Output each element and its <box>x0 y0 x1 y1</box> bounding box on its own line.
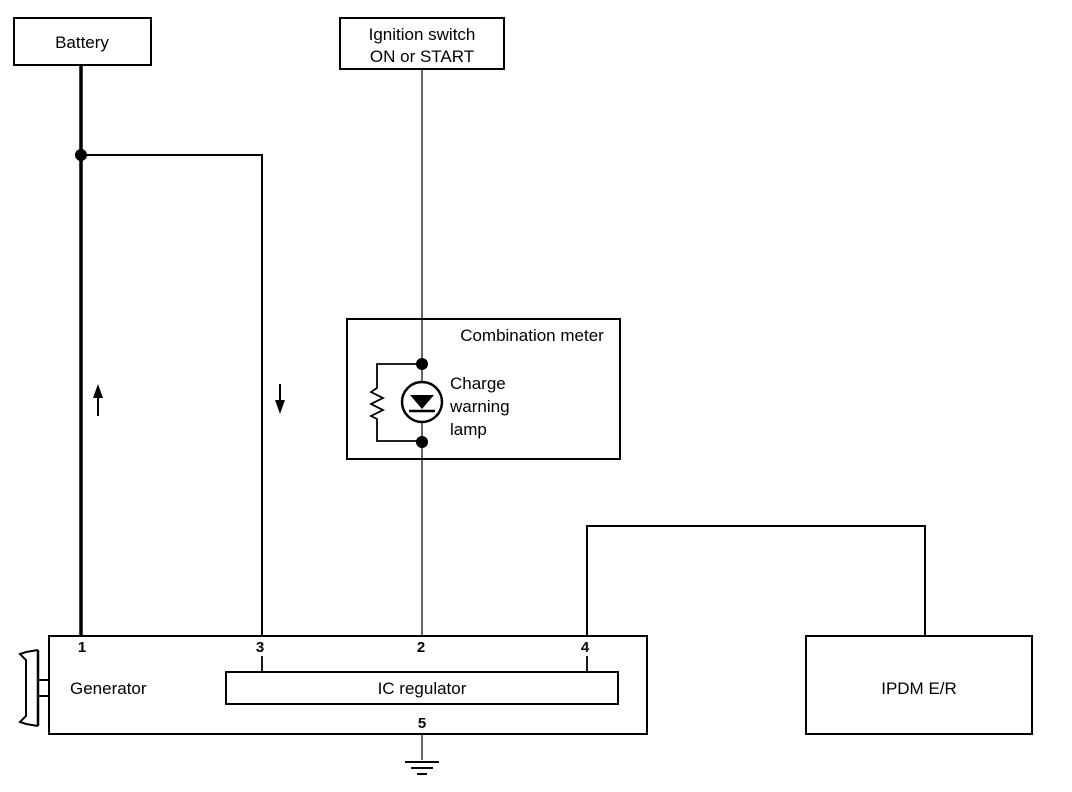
ignition-switch-box: Ignition switch ON or START <box>339 17 505 70</box>
ipdm-er-label: IPDM E/R <box>881 679 957 698</box>
sense-wire <box>81 154 263 636</box>
pin-2-label: 2 <box>417 639 425 656</box>
meter-top-node <box>416 358 428 370</box>
pin-3-label: 3 <box>256 639 264 656</box>
pin-1-label: 1 <box>78 639 86 656</box>
battery-label: Battery <box>55 33 109 52</box>
up-arrow-icon <box>93 384 103 416</box>
charge-warning-lamp-icon <box>400 380 444 424</box>
ignition-label-line2: ON or START <box>370 47 474 66</box>
ground-icon <box>405 761 439 775</box>
meter-bottom-node <box>416 436 428 448</box>
ignition-label-line1: Ignition switch <box>369 25 476 44</box>
lamp-label-line1: Charge <box>450 374 506 393</box>
ipdm-wire <box>586 525 926 636</box>
lamp-label-line3: lamp <box>450 420 487 439</box>
ipdm-er-box: IPDM E/R <box>805 635 1033 735</box>
combination-meter-label: Combination meter <box>460 326 604 345</box>
lamp-label-line2: warning <box>449 397 510 416</box>
pulley-icon <box>18 649 49 727</box>
ic-regulator-box: IC regulator <box>225 671 619 705</box>
combination-meter-box: Combination meter <box>346 318 621 460</box>
generator-label: Generator <box>70 679 147 698</box>
battery-box: Battery <box>13 17 152 66</box>
pin-5-label: 5 <box>418 715 426 732</box>
pin-4-label: 4 <box>581 639 590 656</box>
resistor-icon <box>368 363 422 442</box>
down-arrow-icon <box>275 384 285 414</box>
ic-regulator-label: IC regulator <box>378 679 467 698</box>
